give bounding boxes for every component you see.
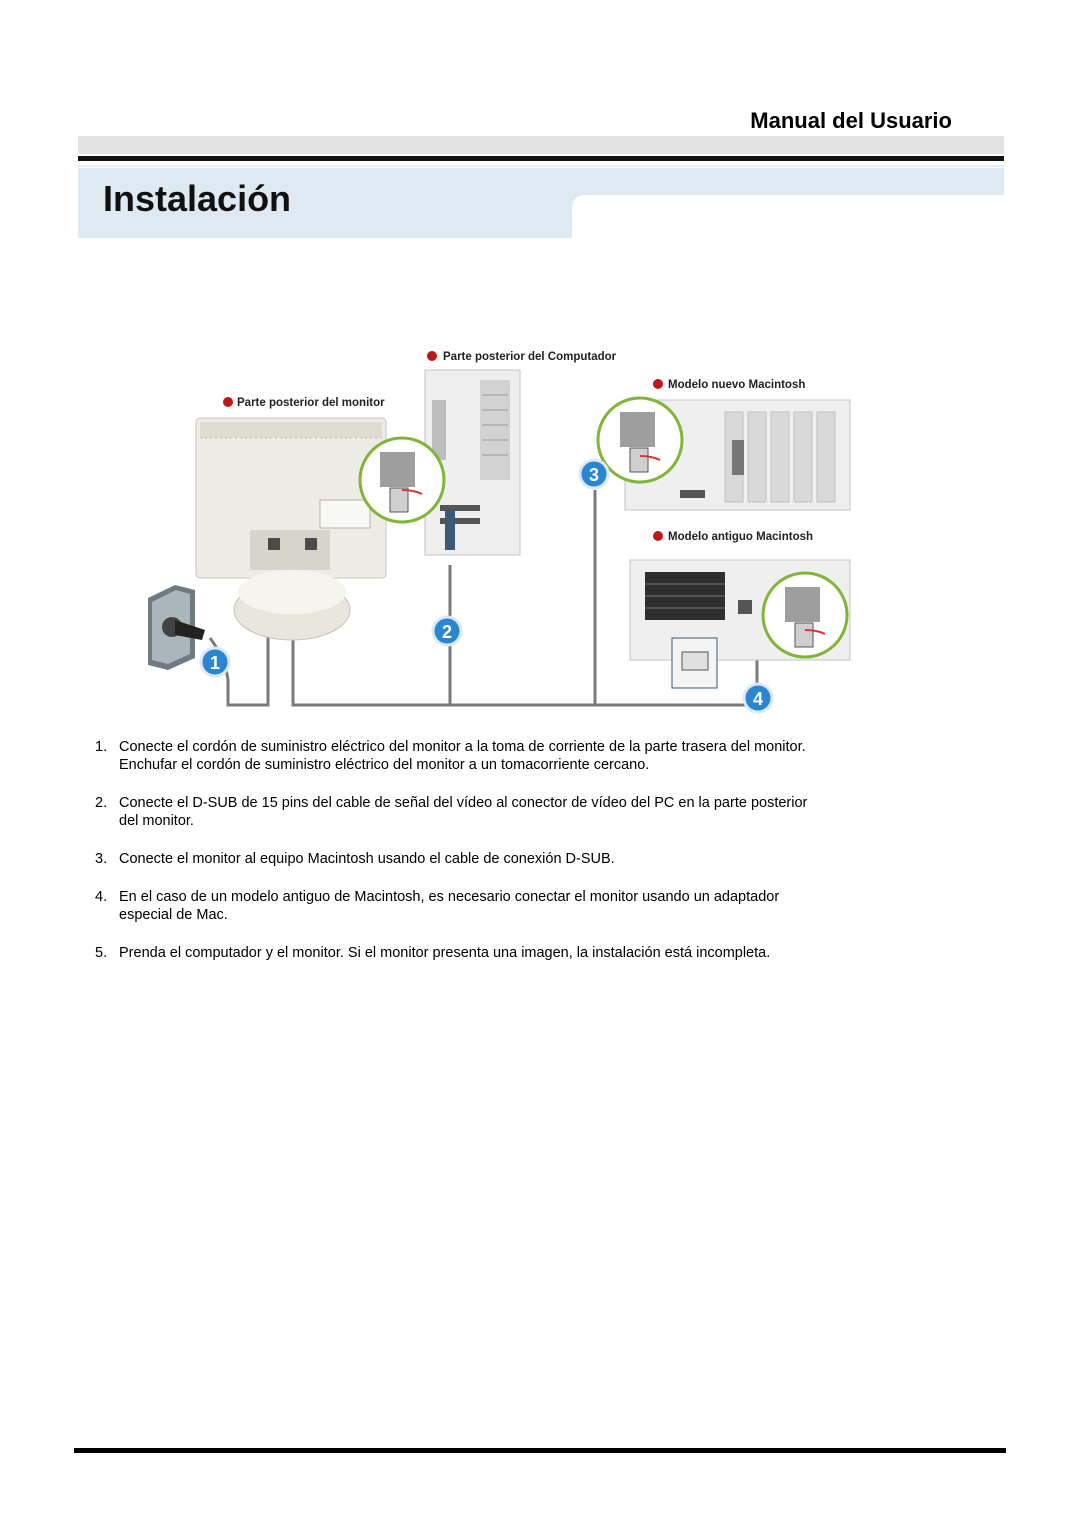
wall-outlet [148, 585, 205, 670]
zoom-circle-mac-old [761, 571, 849, 659]
list-item: 5. Prenda el computador y el monitor. Si… [95, 944, 825, 962]
zoom-circles [358, 396, 849, 659]
callout-3: 3 [589, 465, 599, 485]
list-item: 1. Conecte el cordón de suministro eléct… [95, 738, 825, 774]
cable-monitor-signal [291, 610, 757, 707]
header-rule [78, 156, 1004, 161]
step-text: Conecte el D-SUB de 15 pins del cable de… [119, 795, 808, 829]
callout-1: 1 [210, 653, 220, 673]
step-number: 1. [95, 739, 108, 755]
installation-diagram: Parte posterior del Computador Parte pos… [148, 351, 851, 714]
step-number: 3. [95, 851, 108, 867]
instruction-list: 1. Conecte el cordón de suministro eléct… [95, 738, 825, 982]
step-text: Conecte el cordón de suministro eléctric… [119, 739, 806, 755]
zoom-circle-pc [358, 436, 446, 524]
page-title: Instalación [103, 178, 292, 219]
manual-title: Manual del Usuario [750, 108, 952, 133]
callout-4: 4 [753, 689, 763, 709]
label-bullet-icon [653, 531, 663, 541]
diagram-labels: Parte posterior del Computador Parte pos… [223, 351, 813, 543]
header-band [78, 136, 1004, 154]
footer-rule [74, 1448, 1006, 1453]
list-item: 4. En el caso de un modelo antiguo de Ma… [95, 888, 825, 924]
step-text: En el caso de un modelo antiguo de Macin… [119, 889, 780, 923]
header-thin-rule [78, 165, 1004, 167]
label-mac-old: Modelo antiguo Macintosh [668, 531, 813, 543]
callout-2: 2 [442, 622, 452, 642]
label-monitor-back: Parte posterior del monitor [237, 397, 385, 409]
step-number: 5. [95, 945, 108, 961]
monitor-back [195, 417, 387, 641]
label-bullet-icon [223, 397, 233, 407]
step-text: Prenda el computador y el monitor. Si el… [119, 945, 771, 961]
zoom-circle-mac-new [596, 396, 684, 484]
label-bullet-icon [653, 379, 663, 389]
list-item: 3. Conecte el monitor al equipo Macintos… [95, 850, 825, 868]
callouts: 1 2 3 4 [199, 458, 774, 714]
step-text: Conecte el monitor al equipo Macintosh u… [119, 851, 615, 867]
list-item: 2. Conecte el D-SUB de 15 pins del cable… [95, 794, 825, 830]
step-number: 4. [95, 889, 108, 905]
label-computer-back: Parte posterior del Computador [443, 351, 617, 363]
step-number: 2. [95, 795, 108, 811]
title-box-notch [572, 195, 1004, 245]
label-bullet-icon [427, 351, 437, 361]
label-mac-new: Modelo nuevo Macintosh [668, 379, 805, 391]
step-text: Enchufar el cordón de suministro eléctri… [119, 757, 650, 773]
